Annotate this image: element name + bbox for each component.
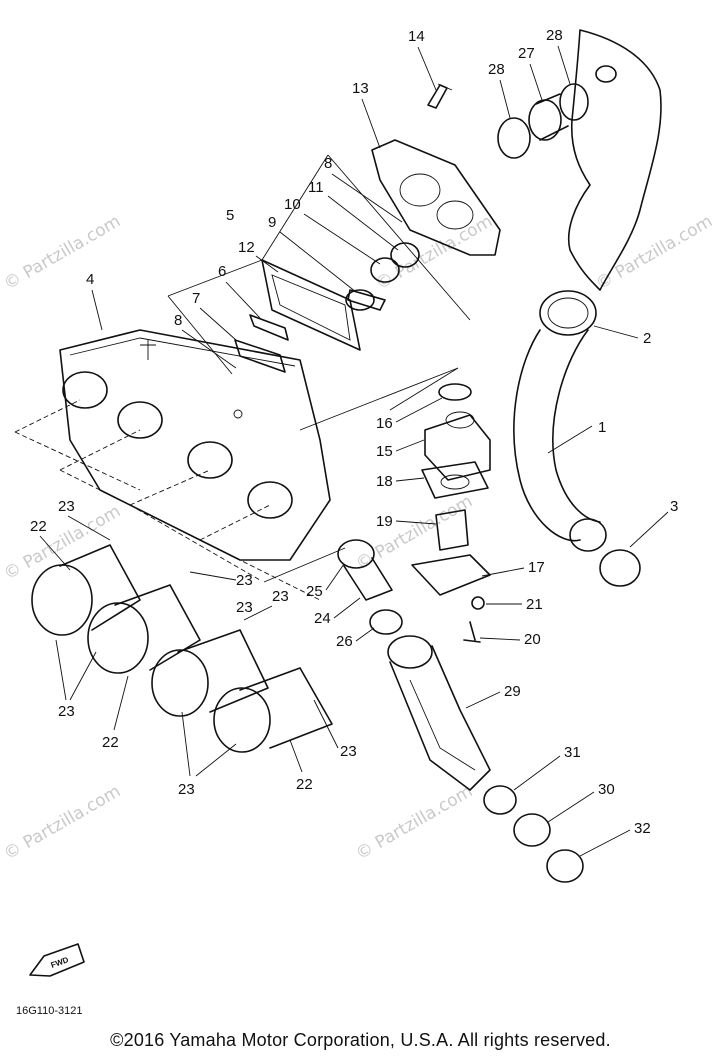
air-box xyxy=(59,329,331,561)
small-boot xyxy=(337,539,403,635)
callout-16[interactable]: 16 xyxy=(376,415,393,432)
copyright-notice: ©2016 Yamaha Motor Corporation, U.S.A. A… xyxy=(110,1030,611,1050)
callout-5[interactable]: 5 xyxy=(226,207,234,224)
fwd-label: FWD xyxy=(50,955,70,970)
callout-7[interactable]: 7 xyxy=(192,290,200,307)
callout-23g[interactable]: 23 xyxy=(340,743,357,760)
duct-assembly xyxy=(387,635,584,883)
callout-30[interactable]: 30 xyxy=(598,781,615,798)
callout-20[interactable]: 20 xyxy=(524,631,541,648)
callout-26[interactable]: 26 xyxy=(336,633,353,650)
diagram-code: 16G110-3121 xyxy=(16,1005,82,1017)
callout-29[interactable]: 29 xyxy=(504,683,521,700)
callout-21[interactable]: 21 xyxy=(526,596,543,613)
assembly-lines xyxy=(14,154,471,601)
intake-tube xyxy=(513,290,641,587)
callout-19[interactable]: 19 xyxy=(376,513,393,530)
callout-31[interactable]: 31 xyxy=(564,744,581,761)
callout-23d[interactable]: 23 xyxy=(272,588,289,605)
callout-8b[interactable]: 8 xyxy=(324,155,332,172)
callout-23b[interactable]: 23 xyxy=(58,703,75,720)
callout-1[interactable]: 1 xyxy=(598,419,606,436)
fwd-arrow-icon: FWD xyxy=(29,943,85,977)
callout-24[interactable]: 24 xyxy=(314,610,331,627)
callout-22b[interactable]: 22 xyxy=(102,734,119,751)
callout-28b[interactable]: 28 xyxy=(546,27,563,44)
callout-labels: 1 2 3 4 5 6 7 8 8 9 10 11 12 13 14 15 16… xyxy=(30,27,678,857)
callout-22c[interactable]: 22 xyxy=(296,776,313,793)
carb-flange xyxy=(371,83,501,256)
callout-11[interactable]: 11 xyxy=(308,179,324,196)
callout-14[interactable]: 14 xyxy=(408,28,425,45)
callout-22a[interactable]: 22 xyxy=(30,518,47,535)
callout-9[interactable]: 9 xyxy=(268,214,276,231)
callout-18[interactable]: 18 xyxy=(376,473,393,490)
watermark: © Partzilla.com xyxy=(593,211,717,294)
engine-outline xyxy=(567,29,662,291)
watermark: © Partzilla.com xyxy=(1,781,125,864)
watermark: © Partzilla.com xyxy=(353,781,477,864)
callout-12[interactable]: 12 xyxy=(238,239,255,256)
callout-23a[interactable]: 23 xyxy=(58,498,75,515)
callout-8a[interactable]: 8 xyxy=(174,312,182,329)
manifold-assembly xyxy=(411,383,491,643)
callout-15[interactable]: 15 xyxy=(376,443,393,460)
callout-6[interactable]: 6 xyxy=(218,263,226,280)
callout-23c[interactable]: 23 xyxy=(236,572,253,589)
reed-valve-assembly xyxy=(234,242,420,373)
engine-port xyxy=(595,65,617,83)
callout-23e[interactable]: 23 xyxy=(236,599,253,616)
watermark: © Partzilla.com xyxy=(1,211,125,294)
callout-27[interactable]: 27 xyxy=(518,45,535,62)
carb-boots xyxy=(31,544,333,753)
callout-28a[interactable]: 28 xyxy=(488,61,505,78)
callout-32[interactable]: 32 xyxy=(634,820,651,837)
callout-2[interactable]: 2 xyxy=(643,330,651,347)
callout-13[interactable]: 13 xyxy=(352,80,369,97)
callout-4[interactable]: 4 xyxy=(86,271,94,288)
callout-23f[interactable]: 23 xyxy=(178,781,195,798)
callout-3[interactable]: 3 xyxy=(670,498,678,515)
callout-10[interactable]: 10 xyxy=(284,196,301,213)
callout-25[interactable]: 25 xyxy=(306,583,323,600)
callout-17[interactable]: 17 xyxy=(528,559,545,576)
clamp-boot-top xyxy=(497,83,589,159)
